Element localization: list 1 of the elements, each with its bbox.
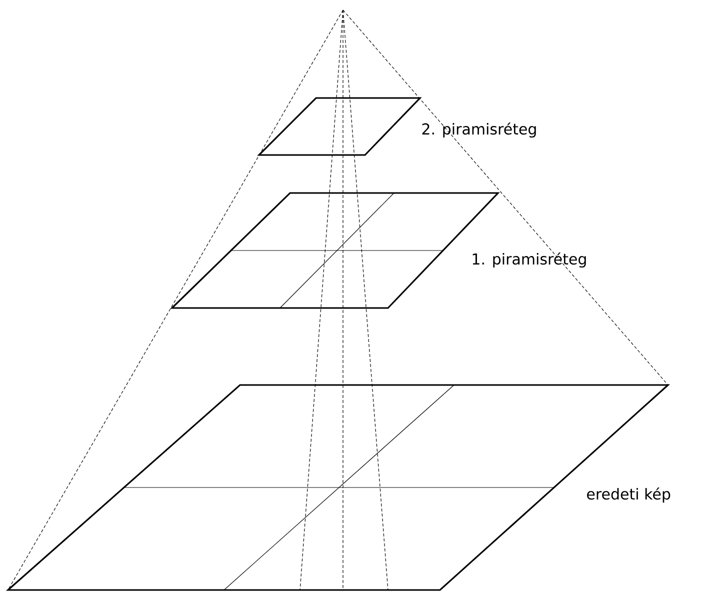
node-label: 2. piramisréteg — [422, 122, 536, 138]
